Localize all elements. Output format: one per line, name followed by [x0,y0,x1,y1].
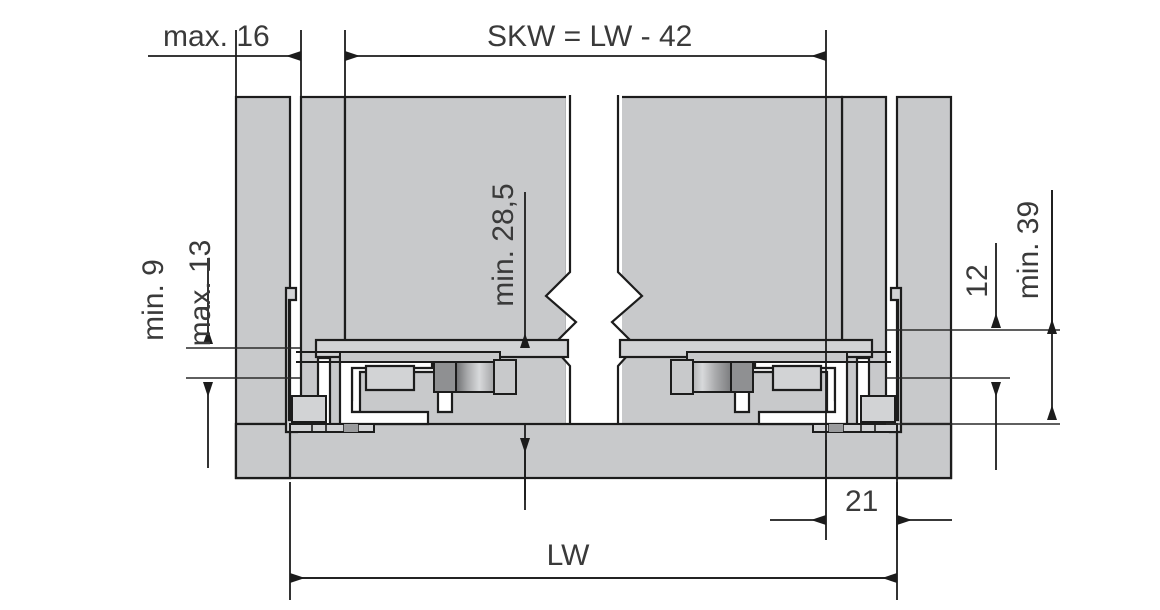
left-cabinet-side-panel [234,95,292,480]
right-base-rail-dark-notch [829,424,843,432]
dim-label-min9: min. 9 [137,259,170,341]
dim-label-max16: max. 16 [163,20,270,53]
right-base-rail-notches [828,424,876,432]
left-base-rail-notches [311,424,359,432]
right-runner-top-plate [686,351,848,363]
dimension-group-left: min. 9 max. 13 [137,240,300,468]
dim-label-max13: max. 13 [184,240,217,347]
right-roller-end-cap [670,359,694,395]
right-reference-lines [886,329,1060,425]
dimension-group-right: 12 min. 39 [961,190,1057,470]
right-cabinet-side-panel [895,95,953,480]
break-gap [566,95,622,435]
left-base-rail-strip [289,423,375,433]
right-base-fixing-block [860,395,896,423]
dimension-group-bottom: 21 LW [289,440,952,600]
dim-label-min39: min. 39 [1012,201,1045,299]
left-runner-hook-profile [364,364,416,392]
dim-label-21: 21 [845,485,878,518]
left-roller-end-cap [493,359,517,395]
left-base-rail-dark-notch [344,424,358,432]
left-runner-top-plate [339,351,501,363]
left-bearing-block [433,361,457,393]
dimension-group-center: min. 28,5 [487,183,530,510]
left-rail-connector-line [296,351,340,363]
right-rail-connector-line [847,351,891,363]
left-slide-mechanism [284,286,517,434]
right-runner-hook-profile [771,364,823,392]
right-slide-mechanism [670,286,903,434]
cabinet-bottom-panel-left-cap [234,422,292,480]
dim-label-min285: min. 28,5 [487,183,520,306]
dimension-group-top: max. 16 SKW = LW - 42 [148,20,827,500]
left-base-fixing-block [291,395,327,423]
cabinet-bottom-panel-right-cap [895,422,953,480]
dim-label-lw: LW [547,539,590,572]
dim-label-12: 12 [961,264,994,297]
dim-label-skw: SKW = LW - 42 [487,20,692,53]
right-bearing-block [730,361,754,393]
